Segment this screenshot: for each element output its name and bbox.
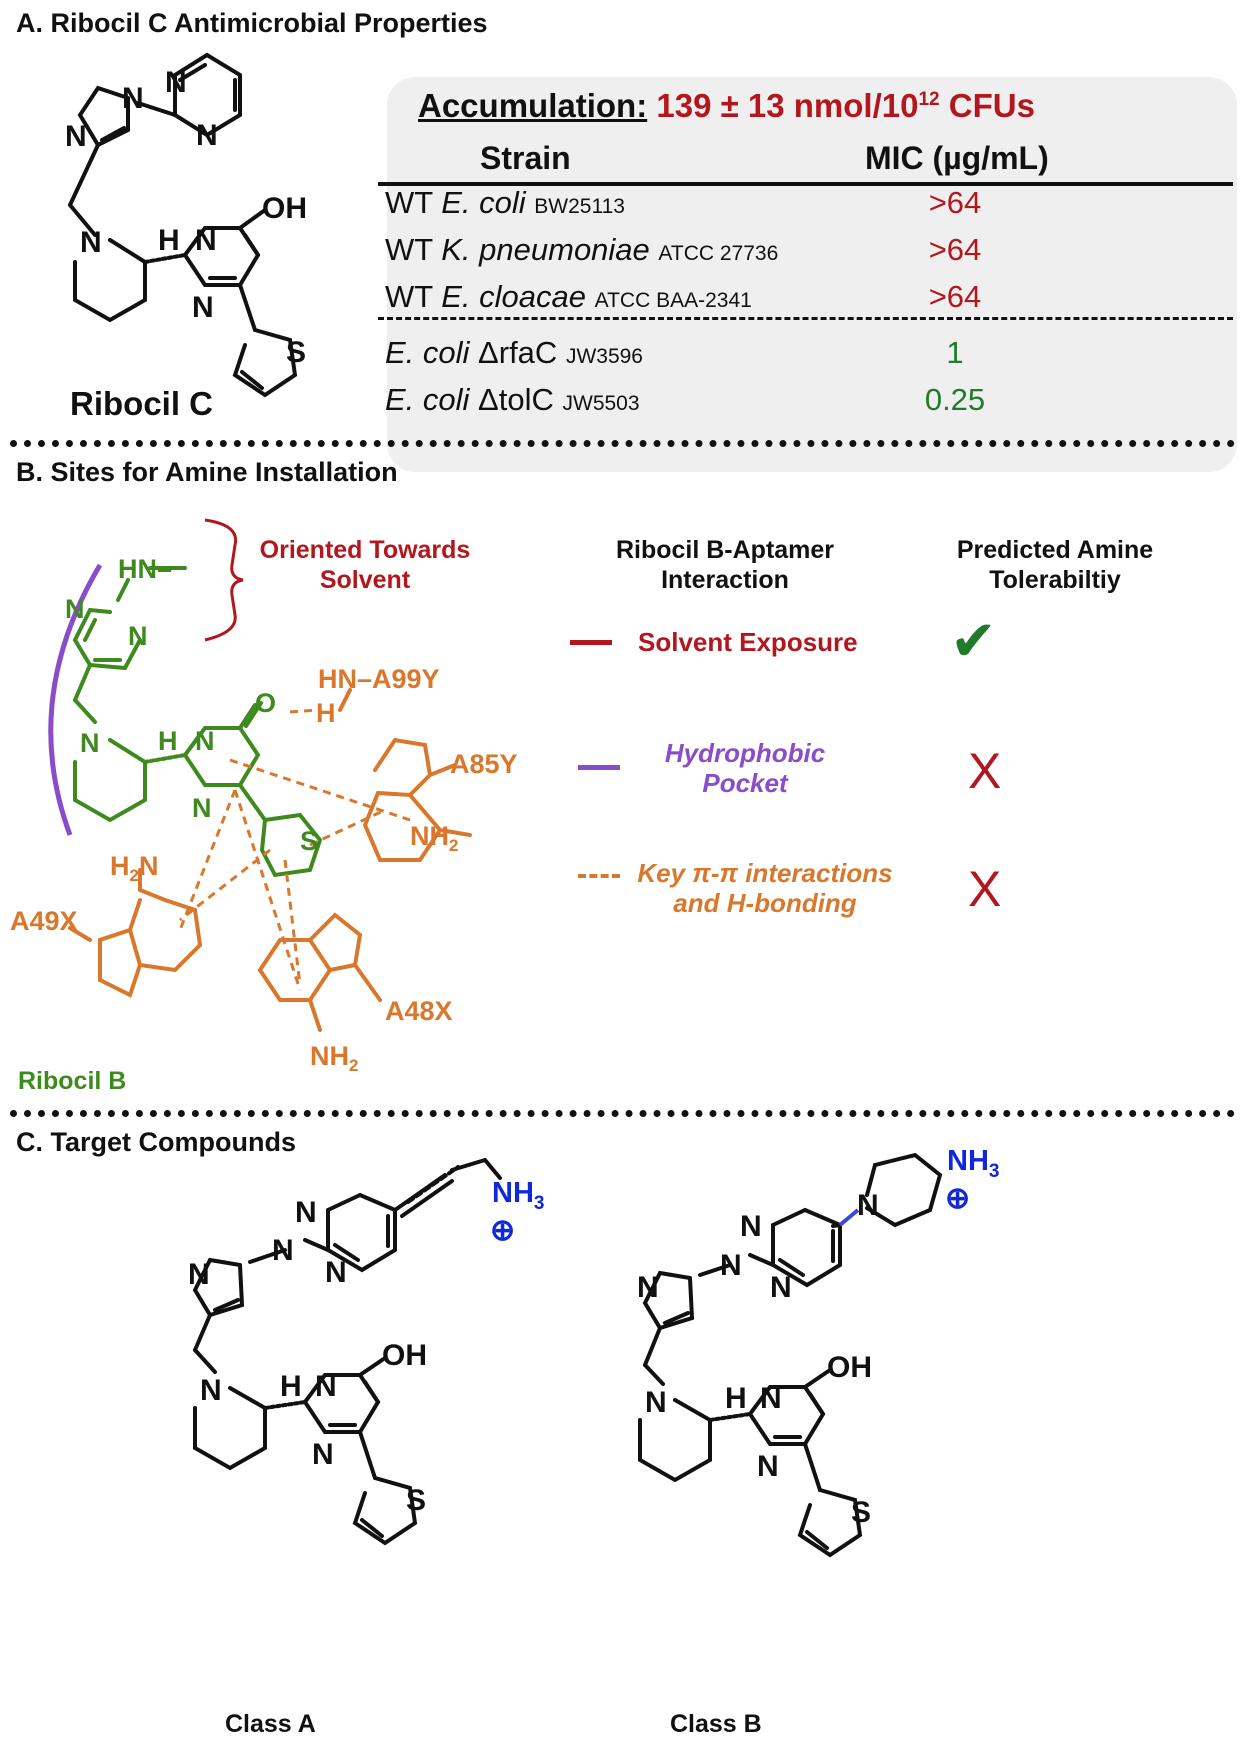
interaction-legend-label: Key π-π interactions and H-bonding	[637, 858, 893, 918]
atom-n: N	[757, 1450, 779, 1483]
accumulation-value: 139 ± 13 nmol/1012 CFUs	[656, 87, 1035, 124]
atom-n: N	[80, 728, 100, 758]
residue-a48x: A48X	[385, 996, 453, 1026]
strain-row: WT E. cloacae ATCC BAA-2341	[385, 279, 752, 314]
atom-n: N	[192, 793, 212, 823]
residue-a85y: A85Y	[450, 749, 518, 779]
accumulation-line: Accumulation: 139 ± 13 nmol/1012 CFUs	[418, 87, 1035, 125]
atom-n: N	[645, 1386, 667, 1419]
atom-h: H	[280, 1370, 302, 1403]
residue-a99y: HN–A99Y	[318, 664, 440, 694]
atom-n: N	[80, 226, 102, 259]
atom-n: N	[165, 66, 187, 99]
atom-h: H	[158, 224, 180, 257]
ribocil-b-label: Ribocil B	[18, 1067, 127, 1095]
atom-n: N	[312, 1438, 334, 1471]
residue-a49x: A49X	[10, 906, 78, 936]
column-mic: MIC (µg/mL)	[865, 140, 1049, 176]
atom-h: H	[725, 1382, 747, 1415]
atom-hn: HN–	[118, 554, 172, 584]
tolerability-column-header: Predicted Amine Tolerabiltiy	[956, 536, 1154, 594]
cross-icon: X	[968, 861, 1002, 917]
atom-n: N	[195, 726, 215, 756]
interaction-column-header: Ribocil B-Aptamer Interaction	[615, 536, 835, 594]
atom-n: N	[128, 621, 148, 651]
cross-icon: X	[968, 743, 1002, 799]
class-b-structure: N N N N N N H N N OH S NH3 ⊕	[637, 1145, 999, 1558]
checkmark-icon: ✔	[950, 609, 997, 672]
table-dashed-rule	[378, 317, 1233, 320]
atom-n: N	[65, 594, 85, 624]
mic-value: >64	[928, 185, 982, 220]
solvent-brace	[204, 518, 244, 642]
atom-n: N	[315, 1370, 337, 1403]
strain-row: E. coli ΔrfaC JW3596	[385, 335, 643, 370]
column-strain: Strain	[480, 140, 571, 176]
atom-n: N	[195, 224, 217, 257]
atom-s: S	[286, 336, 306, 369]
accumulation-label: Accumulation:	[418, 87, 648, 124]
atom-oh: OH	[262, 192, 307, 225]
atom-o: O	[255, 688, 276, 718]
atom-s: S	[851, 1496, 871, 1529]
section-b-title: B. Sites for Amine Installation	[16, 457, 398, 487]
atom-nh2: NH2	[410, 821, 458, 855]
mic-value: 1	[946, 335, 964, 370]
atom-n: N	[188, 1258, 210, 1291]
section-a-title: A. Ribocil C Antimicrobial Properties	[16, 8, 488, 38]
atom-n: N	[720, 1249, 742, 1282]
table-header-rule	[378, 182, 1233, 186]
atom-oh: OH	[382, 1339, 427, 1372]
atom-n: N	[857, 1189, 879, 1222]
interaction-legend-swatch	[578, 874, 620, 878]
atom-h: H	[158, 726, 178, 756]
atom-n: N	[770, 1271, 792, 1304]
hydrophobic-legend-swatch	[578, 765, 620, 770]
atom-s: S	[300, 826, 318, 856]
atom-n: N	[192, 291, 214, 324]
solvent-legend-swatch	[570, 640, 612, 645]
hydrophobic-pocket-arc	[48, 563, 103, 836]
strain-row: E. coli ΔtolC JW5503	[385, 382, 640, 417]
atom-n: N	[272, 1234, 294, 1267]
atom-n: N	[740, 1210, 762, 1243]
ammonium-label: NH3	[947, 1145, 999, 1182]
ribocil-c-label: Ribocil C	[70, 385, 214, 422]
strain-row: WT K. pneumoniae ATCC 27736	[385, 232, 779, 267]
atom-n: N	[122, 82, 144, 115]
atom-n: N	[65, 120, 87, 153]
ribocil-b-binding-diagram: HN– N N N H N N O S HN–A99Y H A85Y NH2 H…	[10, 518, 518, 1075]
class-b-label: Class B	[670, 1710, 762, 1738]
ammonium-label: NH3	[492, 1177, 544, 1214]
atom-n: N	[196, 119, 218, 152]
strain-row: WT E. coli BW25113	[385, 185, 625, 220]
atom-n: N	[295, 1196, 317, 1229]
accumulation-panel	[387, 77, 1237, 472]
mic-value: 0.25	[924, 382, 986, 417]
atom-n: N	[760, 1382, 782, 1415]
atom-h-bond: H	[316, 698, 336, 728]
ribocil-c-structure: N N N N N H N N OH S	[65, 53, 307, 398]
mic-value: >64	[928, 279, 982, 314]
hydrophobic-legend-label: Hydrophobic Pocket	[664, 738, 826, 798]
positive-charge-icon: ⊕	[490, 1214, 515, 1247]
positive-charge-icon: ⊕	[945, 1182, 970, 1215]
atom-n: N	[325, 1256, 347, 1289]
section-divider	[10, 440, 1235, 447]
class-a-label: Class A	[225, 1710, 316, 1738]
solvent-orientation-label: Oriented Towards Solvent	[259, 536, 471, 594]
atom-nh2: NH2	[310, 1041, 358, 1075]
atom-n: N	[637, 1271, 659, 1304]
solvent-legend-label: Solvent Exposure	[638, 627, 858, 657]
atom-h2n: H2N	[110, 851, 158, 885]
class-a-structure: N N N N N H N N OH S NH3 ⊕	[188, 1158, 544, 1546]
atom-n: N	[200, 1374, 222, 1407]
atom-s: S	[406, 1484, 426, 1517]
mic-value: >64	[928, 232, 982, 267]
section-c-title: C. Target Compounds	[16, 1127, 296, 1157]
section-divider	[10, 1110, 1235, 1117]
atom-oh: OH	[827, 1351, 872, 1384]
